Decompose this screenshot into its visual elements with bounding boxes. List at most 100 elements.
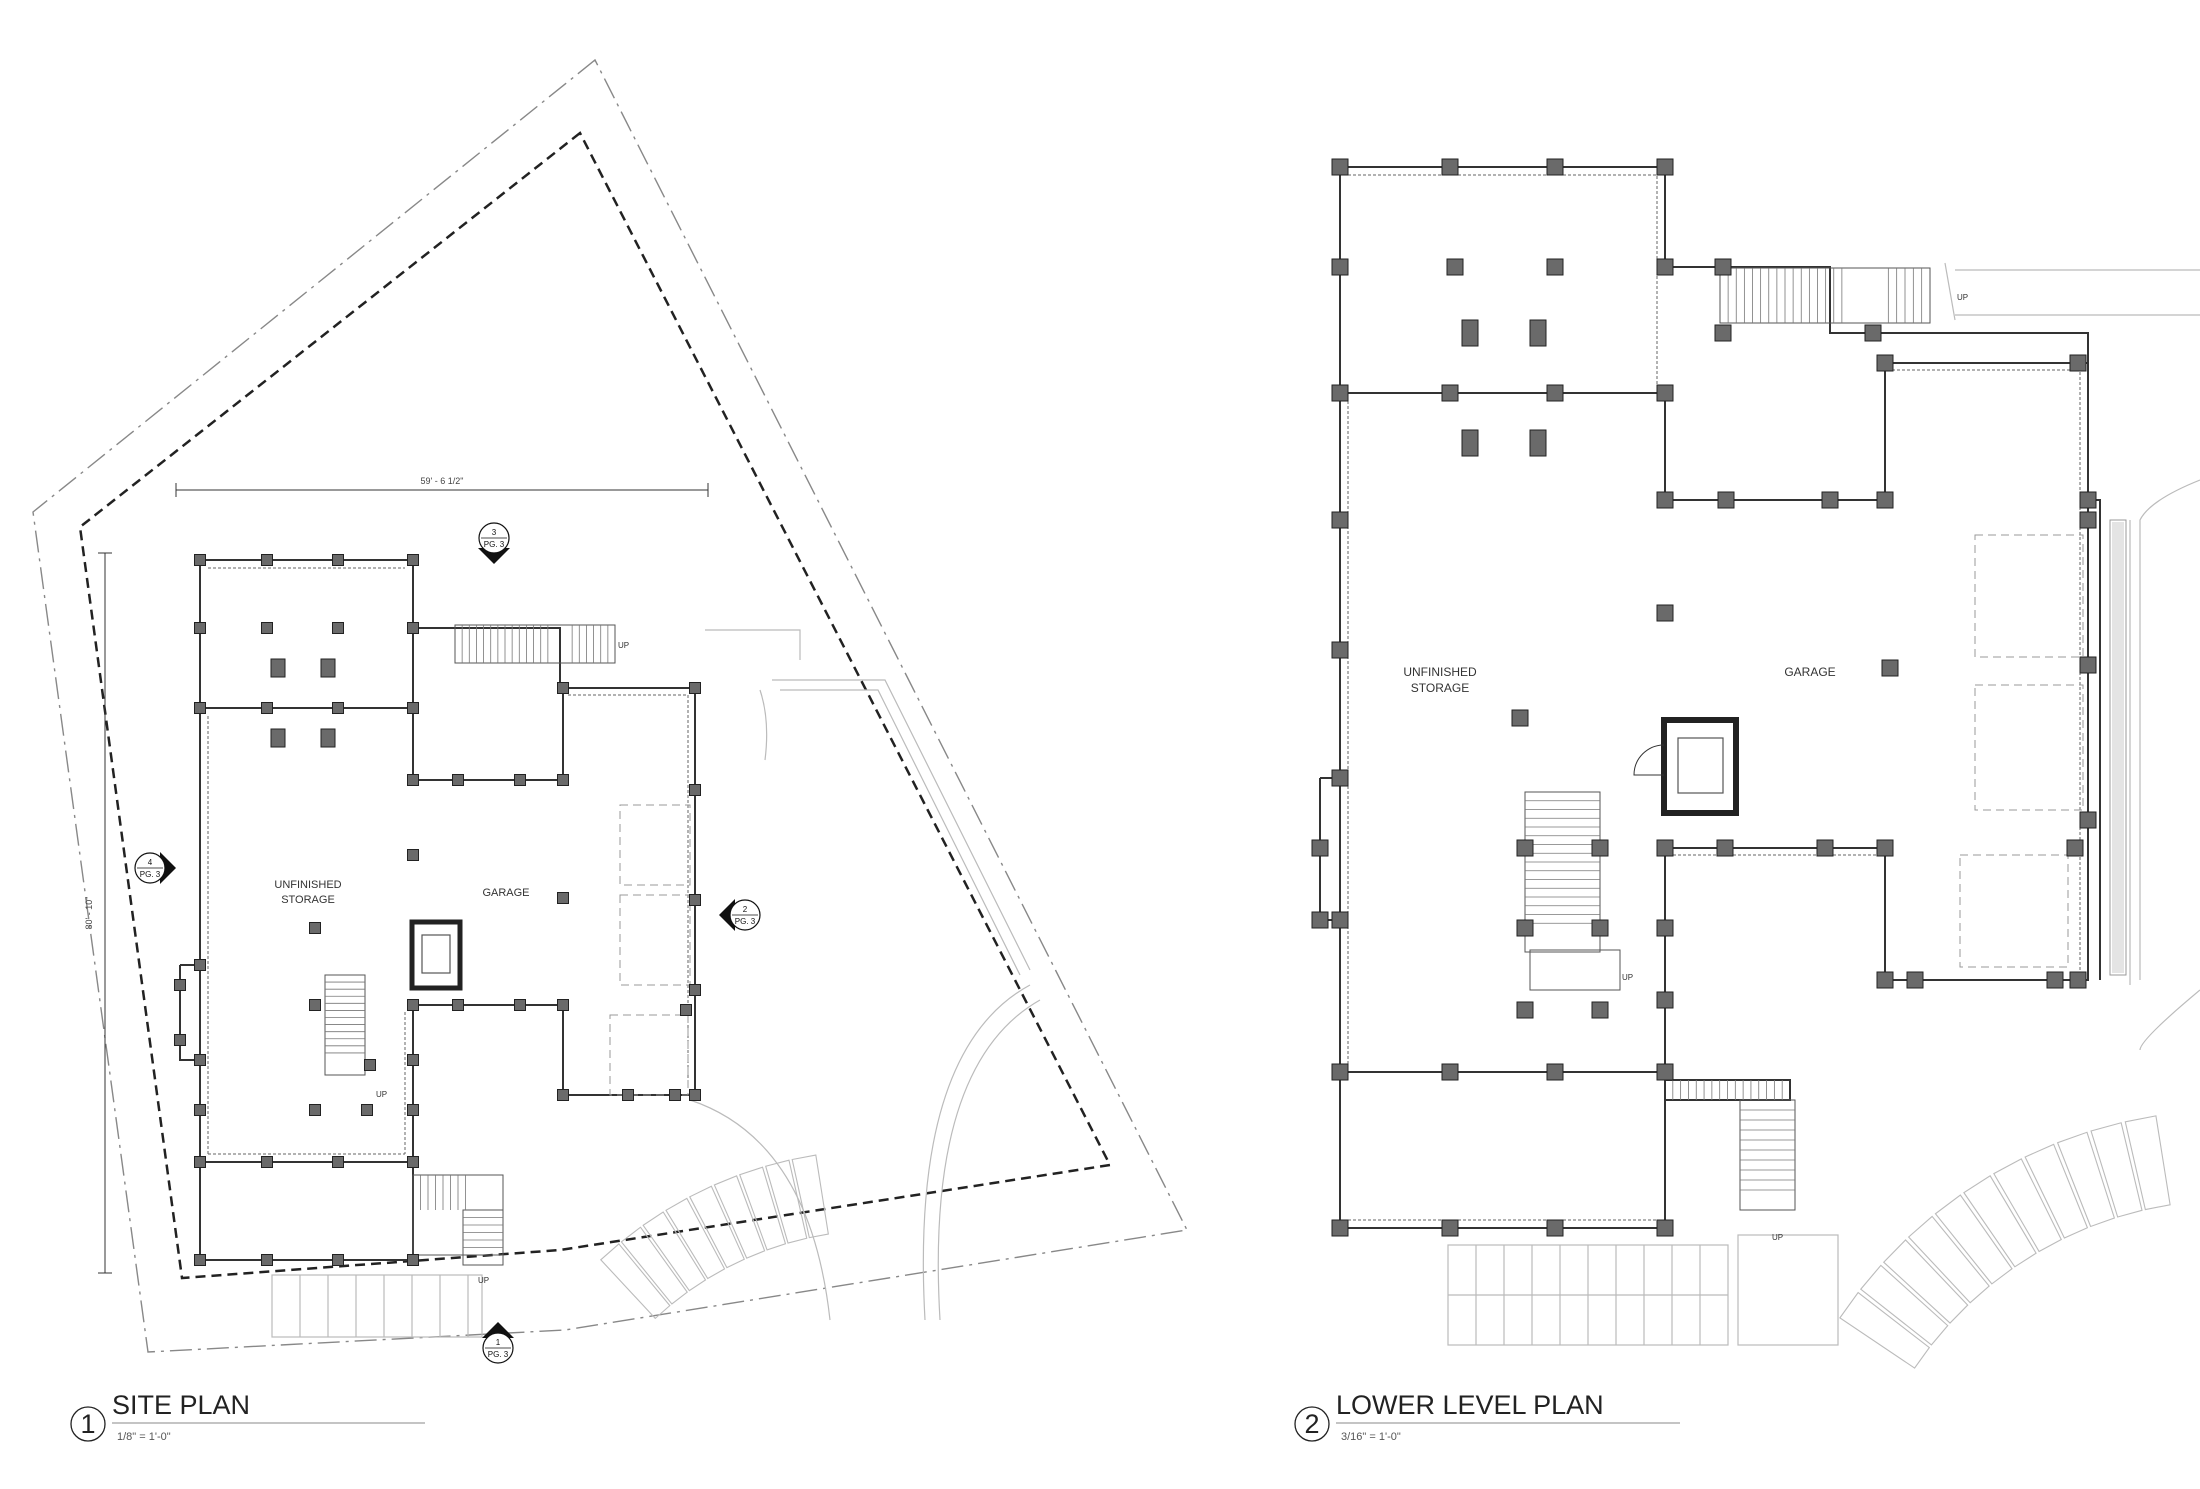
structural-column [1511, 709, 1529, 727]
lower-stair-up-label: UP [1957, 293, 1968, 302]
structural-column [1876, 491, 1894, 509]
structural-column [332, 554, 344, 566]
site-stair-treads [325, 625, 609, 1248]
structural-column [174, 1034, 186, 1046]
structural-column [1461, 319, 1479, 347]
lower-building-outline [1319, 166, 2101, 1229]
structural-column [689, 1089, 701, 1101]
structural-column [1656, 1219, 1674, 1237]
driveway-lines [271, 629, 1041, 1338]
structural-column [332, 1156, 344, 1168]
section-marker: 1 PG. 3 [482, 1322, 514, 1364]
structural-column [1529, 319, 1547, 347]
section-marker: 4 PG. 3 [134, 852, 176, 884]
garage-stalls [609, 804, 691, 1096]
structural-column [1656, 604, 1674, 622]
structural-column [194, 959, 206, 971]
structural-column [407, 999, 419, 1011]
site-elevator [409, 919, 463, 991]
svg-text:PG. 3: PG. 3 [735, 917, 756, 926]
structural-column [261, 622, 273, 634]
structural-column [2079, 811, 2097, 829]
structural-column [407, 849, 419, 861]
structural-column [261, 702, 273, 714]
section-marker: 2 PG. 3 [719, 899, 761, 931]
width-dimension-text: 59' - 6 1/2" [421, 476, 464, 486]
structural-column [332, 622, 344, 634]
building-outline [179, 559, 696, 1261]
structural-column [194, 622, 206, 634]
lower-stair-up-label: UP [1772, 1233, 1783, 1242]
structural-column [407, 1254, 419, 1266]
svg-text:4: 4 [148, 858, 153, 867]
structural-column [407, 622, 419, 634]
structural-column [680, 1004, 692, 1016]
building-inner-wall-lines [207, 567, 689, 1155]
setback-line [78, 131, 1112, 1280]
lower-garage-stalls [1959, 534, 2084, 968]
site-storage-label-line1: UNFINISHED [274, 879, 341, 891]
structural-column [1441, 1063, 1459, 1081]
structural-column [557, 892, 569, 904]
structural-column [270, 728, 286, 748]
structural-column [689, 984, 701, 996]
structural-column [1331, 911, 1349, 929]
structural-column [514, 999, 526, 1011]
lower-curved-parking-stalls [1839, 1115, 2171, 1369]
lower-inner-wall-lines [1347, 174, 2081, 1221]
lower-garage-label: GARAGE [1784, 665, 1835, 679]
structural-column [2079, 511, 2097, 529]
structural-column [1331, 641, 1349, 659]
structural-column [1656, 158, 1674, 176]
site-stair-up-label: UP [376, 1090, 387, 1099]
site-storage-label-line2: STORAGE [281, 894, 335, 906]
structural-column [194, 1156, 206, 1168]
svg-text:1: 1 [496, 1338, 501, 1347]
structural-column [2046, 971, 2064, 989]
structural-column [1529, 429, 1547, 457]
structural-column [1714, 258, 1732, 276]
structural-column [1864, 324, 1882, 342]
site-plan-title-block: 1 SITE PLAN 1/8" = 1'-0" [70, 1390, 425, 1443]
structural-column [1656, 839, 1674, 857]
structural-column [261, 1254, 273, 1266]
structural-column [407, 1054, 419, 1066]
plan-number: 1 [80, 1409, 95, 1439]
structural-column [407, 774, 419, 786]
structural-column [689, 682, 701, 694]
structural-column [174, 979, 186, 991]
structural-column [194, 554, 206, 566]
structural-column [1656, 384, 1674, 402]
structural-column [452, 999, 464, 1011]
site-stair-up-label: UP [618, 641, 629, 650]
structural-column [320, 658, 336, 678]
structural-column [320, 728, 336, 748]
structural-column [1876, 971, 1894, 989]
plan-title: LOWER LEVEL PLAN [1336, 1390, 1604, 1420]
plan-number: 2 [1304, 1409, 1319, 1439]
structural-column [2066, 839, 2084, 857]
structural-column [261, 1156, 273, 1168]
structural-column [1311, 839, 1329, 857]
structural-column [194, 1104, 206, 1116]
structural-column [364, 1059, 376, 1071]
structural-column [689, 784, 701, 796]
lower-stair-treads [1525, 268, 1923, 1191]
lower-elevator [1633, 717, 1739, 816]
structural-column [1311, 911, 1329, 929]
lower-storage-label-line2: STORAGE [1411, 681, 1469, 695]
structural-column [1446, 258, 1464, 276]
structural-column [514, 774, 526, 786]
structural-column [669, 1089, 681, 1101]
structural-column [332, 702, 344, 714]
section-marker: 3 PG. 3 [478, 522, 510, 564]
structural-column [1331, 1219, 1349, 1237]
structural-column [1546, 158, 1564, 176]
structural-column [557, 999, 569, 1011]
structural-column [1331, 769, 1349, 787]
dimension-lines [98, 483, 709, 1274]
svg-text:2: 2 [743, 905, 748, 914]
structural-column [270, 658, 286, 678]
plan-title: SITE PLAN [112, 1390, 250, 1420]
structural-column [309, 999, 321, 1011]
